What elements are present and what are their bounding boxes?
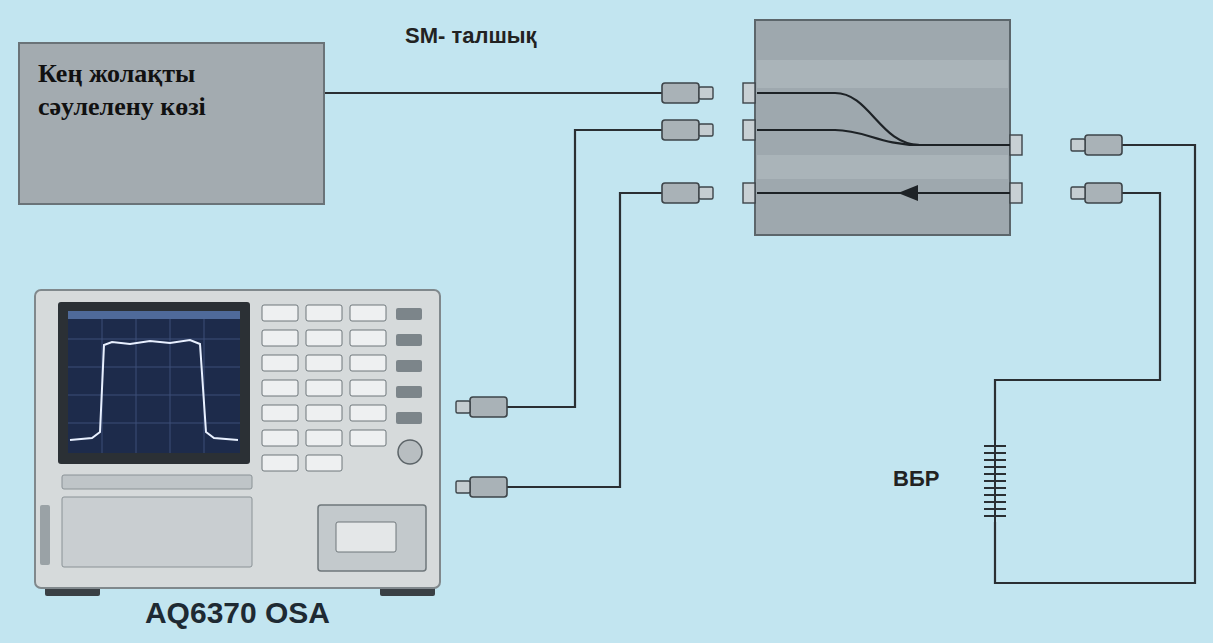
fibre-connectors [456,83,1122,497]
grating-label: ВБР [893,467,939,491]
osa-instrument [35,290,440,596]
source-box: Кең жолақты сәулелену көзі [18,42,325,205]
bragg-grating-symbol [984,440,1006,522]
direction-arrow [898,185,918,201]
fibre-wires [325,93,1195,583]
node-text: AQ6370 OSA [35,596,440,629]
node-text: Кең жолақты сәулелену көзі [38,58,278,123]
fibre-label: SM- талшық [405,24,537,48]
coupler-housing [743,20,1022,235]
osa-device: AQ6370 OSA [35,288,440,643]
